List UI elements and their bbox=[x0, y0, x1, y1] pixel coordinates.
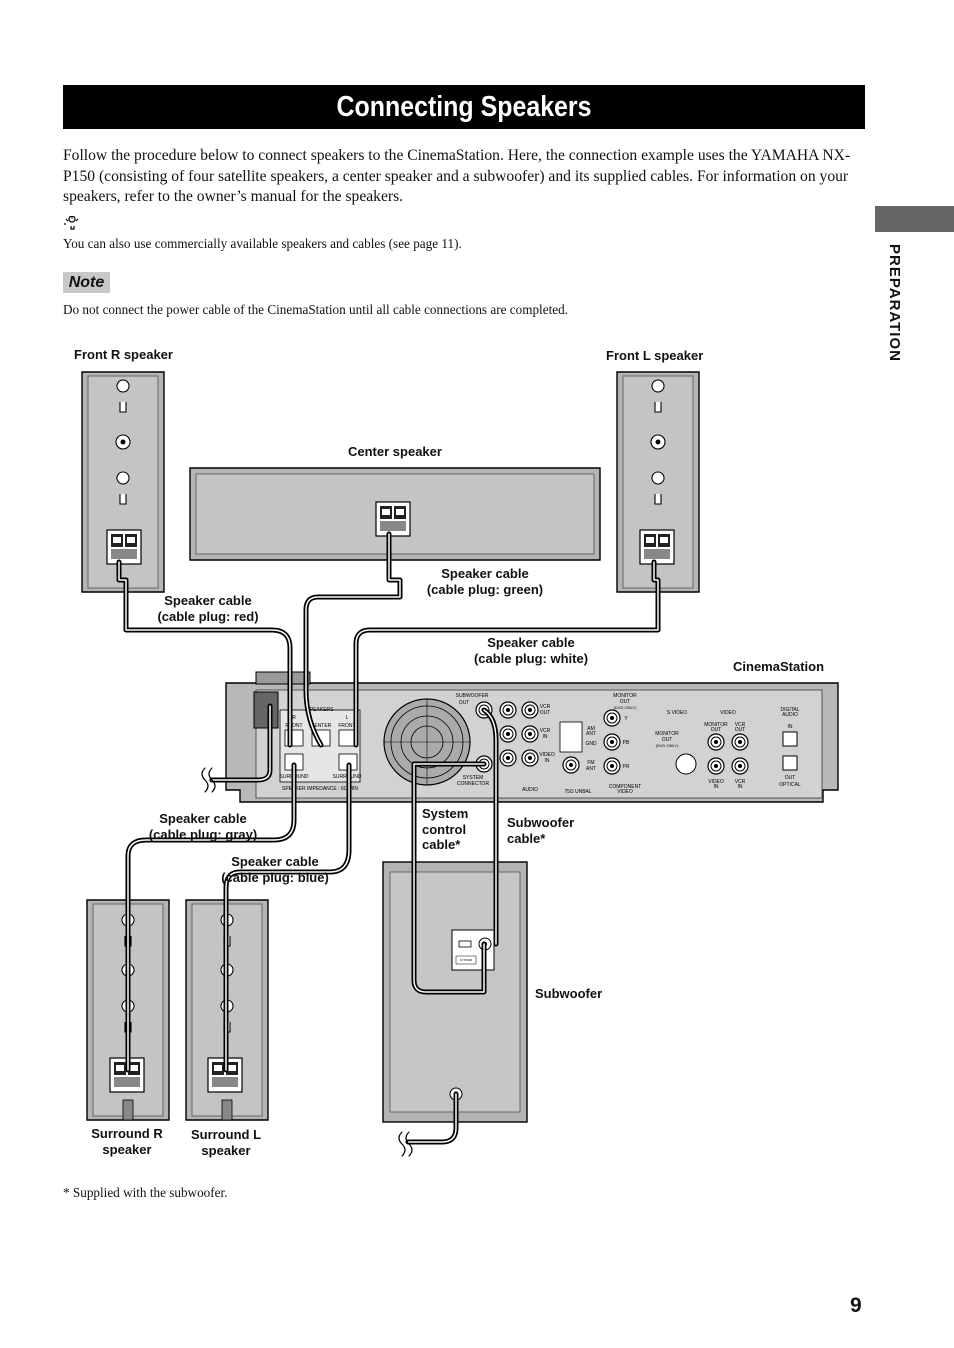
tip-text: You can also use commercially available … bbox=[63, 236, 462, 251]
panel-vcr-in-video-1: VCR bbox=[735, 779, 746, 785]
label-center-speaker: Center speaker bbox=[348, 444, 442, 459]
panel-video: VIDEO bbox=[720, 710, 736, 716]
note-label: Note bbox=[63, 272, 110, 293]
panel-speakers-label: SPEAKERS bbox=[307, 707, 335, 713]
panel-audio: AUDIO bbox=[522, 787, 538, 793]
center-speaker bbox=[189, 467, 601, 561]
panel-y: Y bbox=[624, 716, 628, 722]
footnote: * Supplied with the subwoofer. bbox=[63, 1185, 228, 1200]
panel-front-l: FRONT bbox=[338, 723, 355, 729]
panel-front-r: FRONT bbox=[285, 723, 302, 729]
note-text: Do not connect the power cable of the Ci… bbox=[63, 302, 568, 317]
page-title: Connecting Speakers bbox=[336, 91, 592, 123]
panel-vcr-in-1: VCR bbox=[540, 728, 551, 734]
panel-am-ant-1: AM bbox=[587, 726, 595, 732]
panel-out-optical-2: OPTICAL bbox=[779, 782, 801, 788]
panel-fm-ant-2: ANT bbox=[586, 766, 596, 772]
panel-pb: PB bbox=[623, 740, 630, 746]
label-cable-blue: Speaker cable(cable plug: blue) bbox=[221, 854, 329, 885]
sub-plug-squiggle bbox=[398, 1131, 413, 1157]
connection-diagram: SPEAKERS R L FRONT CENTER FRONT SURROUND… bbox=[81, 371, 839, 1157]
panel-in: IN bbox=[788, 724, 793, 730]
panel-monitor-out-video-2: OUT bbox=[711, 727, 722, 733]
panel-r-mark: R bbox=[292, 715, 296, 721]
panel-system-connector-2: CONNECTOR bbox=[457, 781, 490, 787]
panel-monitor-out-top-1: MONITOR bbox=[613, 693, 637, 699]
panel-digital-audio-1: DIGITAL bbox=[780, 707, 799, 713]
panel-out-optical-1: OUT bbox=[785, 775, 796, 781]
label-cable-red: Speaker cable(cable plug: red) bbox=[157, 593, 259, 624]
panel-digital-audio-2: AUDIO bbox=[782, 712, 798, 718]
label-cable-green: Speaker cable(cable plug: green) bbox=[426, 566, 544, 597]
front-r-speaker bbox=[81, 371, 165, 593]
label-cable-gray: Speaker cable(cable plug: gray) bbox=[148, 811, 258, 842]
title-bar: Connecting Speakers bbox=[63, 85, 865, 129]
panel-gnd: GND bbox=[585, 741, 597, 747]
panel-monitor-out-top-3: (DVD ONLY) bbox=[614, 705, 637, 710]
lightbulb-icon bbox=[64, 216, 79, 230]
page-number: 9 bbox=[850, 1294, 862, 1317]
panel-video-in-1: VIDEO bbox=[708, 779, 724, 785]
panel-impedance: SPEAKER IMPEDANCE : 6Ω MIN bbox=[282, 786, 358, 792]
panel-vcr-in-video-2: IN bbox=[738, 784, 743, 790]
panel-monitor-out-video-1: MONITOR bbox=[704, 722, 728, 728]
panel-subwoofer-out-2: OUT bbox=[459, 700, 470, 706]
panel-l-mark: L bbox=[346, 715, 349, 721]
panel-center: CENTER bbox=[311, 723, 332, 729]
panel-s-video: S VIDEO bbox=[667, 710, 687, 716]
panel-video-in-audio-1: VIDEO bbox=[539, 752, 555, 758]
panel-pr: PR bbox=[623, 764, 630, 770]
label-subwoofer: Subwoofer bbox=[535, 986, 603, 1001]
subwoofer-system-label: SYSTEM bbox=[460, 958, 473, 962]
panel-subwoofer-out-1: SUBWOOFER bbox=[456, 693, 489, 699]
panel-vcr-out-video-2: OUT bbox=[735, 727, 746, 733]
panel-am-ant-2: ANT bbox=[586, 731, 596, 737]
label-front-r-speaker: Front R speaker bbox=[74, 347, 173, 362]
power-plug-squiggle bbox=[201, 767, 216, 793]
panel-vcr-out-video-1: VCR bbox=[735, 722, 746, 728]
panel-video-in-2: IN bbox=[714, 784, 719, 790]
panel-component-video-1: COMPONENT bbox=[609, 784, 642, 790]
section-tab bbox=[875, 206, 954, 232]
panel-system-connector-1: SYSTEM bbox=[463, 775, 484, 781]
panel-fm-ant-1: FM bbox=[587, 760, 594, 766]
panel-unbal: 75Ω UNBAL bbox=[564, 789, 592, 795]
label-front-l-speaker: Front L speaker bbox=[606, 348, 704, 363]
intro-paragraph: Follow the procedure below to connect sp… bbox=[63, 147, 851, 205]
panel-component-video-2: VIDEO bbox=[617, 789, 633, 795]
panel-video-in-audio-2: IN bbox=[545, 758, 550, 764]
label-cinemastation: CinemaStation bbox=[733, 659, 825, 674]
panel-monitor-out-mid-3: (DVD ONLY) bbox=[656, 743, 679, 748]
panel-vcr-in-2: IN bbox=[543, 734, 548, 740]
panel-monitor-out-mid-1: MONITOR bbox=[655, 731, 679, 737]
panel-monitor-out-mid-2: OUT bbox=[662, 737, 673, 743]
panel-vcr-out-2: OUT bbox=[540, 710, 551, 716]
panel-monitor-out-top-2: OUT bbox=[620, 699, 631, 705]
panel-vcr-out-1: VCR bbox=[540, 704, 551, 710]
front-l-speaker bbox=[616, 371, 700, 593]
label-cable-white: Speaker cable(cable plug: white) bbox=[473, 635, 589, 666]
